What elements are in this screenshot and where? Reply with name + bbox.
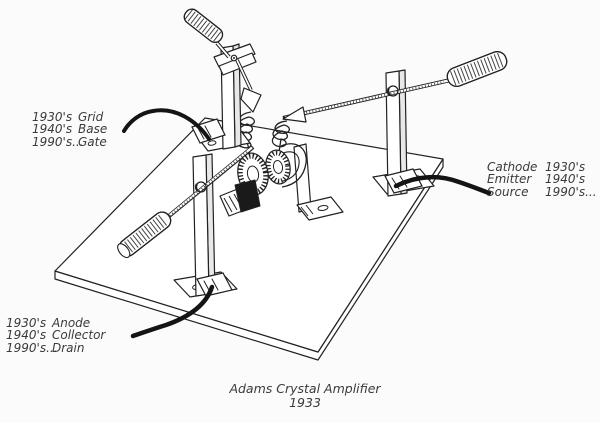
era-text: 1940's xyxy=(545,172,586,187)
anode-wire xyxy=(130,284,215,339)
terminal-name: Drain xyxy=(52,340,85,355)
crystal xyxy=(234,179,261,213)
era-text: 1940's xyxy=(6,328,47,343)
grid-wire xyxy=(122,108,211,141)
label-row: 1940's Collector xyxy=(6,328,106,343)
era-text: 1990's... xyxy=(32,134,84,149)
era-text: 1940's xyxy=(32,122,73,137)
lead-wires xyxy=(122,108,492,339)
label-row: 1930's Anode xyxy=(6,316,105,330)
crystal-holder xyxy=(219,143,344,221)
anode-adjust-handle xyxy=(117,211,172,259)
terminal-name: Cathode xyxy=(487,160,538,174)
knurled-wheel-rear xyxy=(265,149,291,185)
label-row: 1940's Base xyxy=(32,122,108,137)
era-text: 1990's... xyxy=(545,184,597,199)
cathode-label: Cathode 1930's Emitter 1940's Source 199… xyxy=(487,160,597,199)
label-row: 1990's... Drain xyxy=(6,340,105,355)
label-row: Source 1990's... xyxy=(487,184,597,199)
terminal-name: Gate xyxy=(78,134,107,149)
anode-label: 1930's Anode 1940's Collector 1990's... … xyxy=(6,316,106,355)
era-text: 1990's... xyxy=(6,340,58,355)
terminal-name: Emitter xyxy=(487,172,532,187)
caption-title: Adams Crystal Amplifier xyxy=(229,381,381,396)
terminal-name: Anode xyxy=(52,316,91,330)
grid-probe-rod xyxy=(235,59,262,113)
grid-label: 1930's Grid 1940's Base 1990's... Gate xyxy=(32,110,108,149)
grid-adjust-handle xyxy=(183,8,224,43)
era-text: 1930's xyxy=(32,110,73,124)
terminal-name: Base xyxy=(78,122,108,137)
label-row: Emitter 1940's xyxy=(487,172,597,187)
terminal-name: Collector xyxy=(52,328,106,343)
cathode-adjust-handle xyxy=(446,51,508,87)
cathode-rod xyxy=(282,76,456,123)
base-plate xyxy=(54,117,444,361)
era-text: 1930's xyxy=(545,160,586,174)
caption-year: 1933 xyxy=(289,394,321,410)
label-row: 1930's Grid xyxy=(32,110,107,124)
era-text: 1930's xyxy=(6,316,47,330)
cathode-wire xyxy=(393,174,492,196)
grid-wire-clamp xyxy=(191,118,226,144)
label-row: Cathode 1930's xyxy=(487,160,597,174)
label-row: 1990's... Gate xyxy=(32,134,107,149)
terminal-name: Grid xyxy=(78,110,104,124)
terminal-name: Source xyxy=(487,184,529,199)
crystal-strap xyxy=(280,143,307,188)
caption: Adams Crystal Amplifier 1933 xyxy=(180,382,430,409)
